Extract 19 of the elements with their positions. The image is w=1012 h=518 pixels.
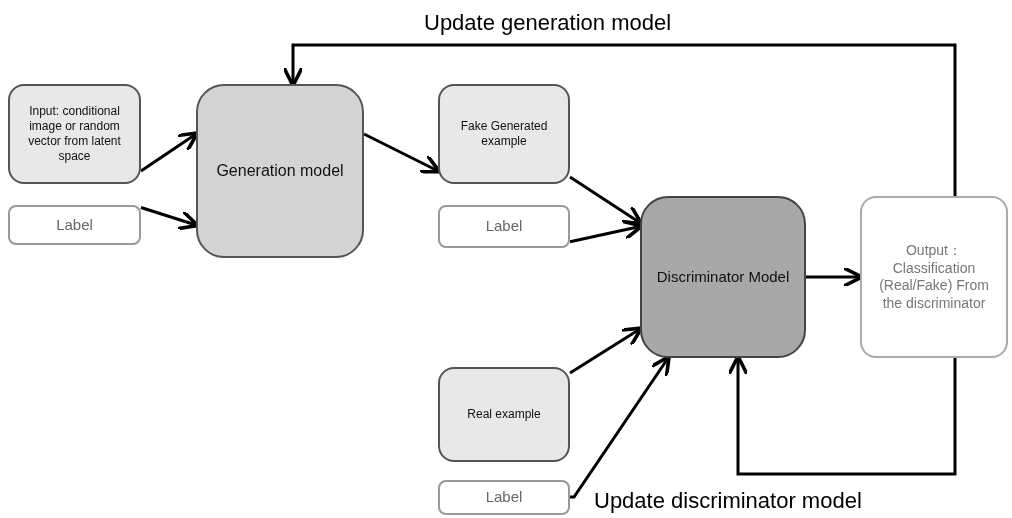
process-box — [196, 84, 364, 258]
node-text: Generation model — [216, 161, 344, 181]
process-box — [438, 367, 570, 462]
node-text: Output： Classification (Real/Fake) From the discriminator — [878, 242, 990, 312]
process-box — [640, 196, 806, 358]
label-box — [438, 480, 570, 515]
node-text: Real example — [467, 407, 541, 422]
node-text: Fake Generated example — [459, 119, 549, 149]
node-text: Input: conditional image or random vector from latent space — [27, 104, 122, 164]
label-box — [438, 205, 570, 248]
process-box — [860, 196, 1008, 358]
node-text: Label — [485, 217, 523, 236]
node-text: Discriminator Model — [656, 267, 790, 287]
process-box — [8, 84, 141, 184]
node-text: Label — [56, 215, 93, 235]
process-box — [438, 84, 570, 184]
label-box — [8, 205, 141, 245]
arrow — [282, 43, 957, 196]
node-text: Label — [485, 488, 523, 507]
